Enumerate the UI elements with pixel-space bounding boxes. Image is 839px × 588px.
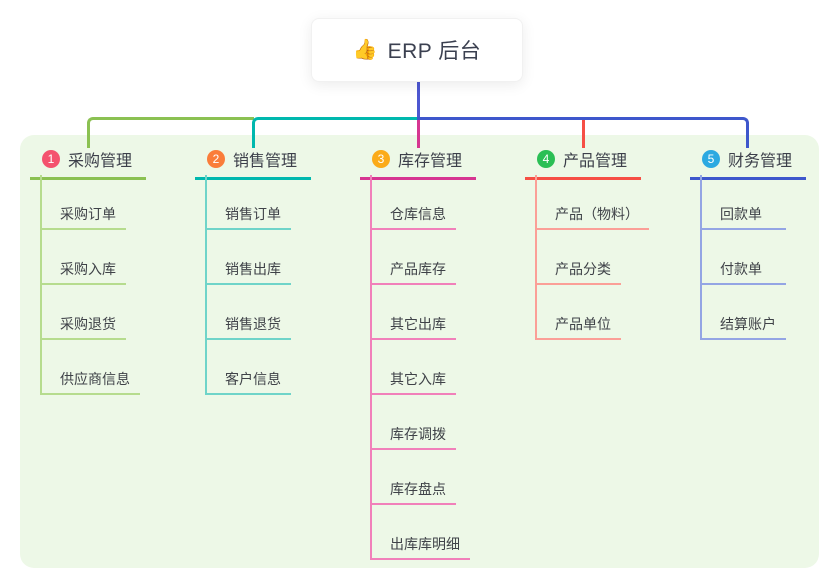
- child-node[interactable]: 仓库信息: [370, 204, 456, 230]
- branch-spine: [40, 175, 42, 395]
- branch-number-badge: 2: [207, 150, 225, 168]
- child-node[interactable]: 回款单: [700, 204, 786, 230]
- branch-inventory: 3 库存管理 仓库信息 产品库存 其它出库 其它入库 库存调拨 库存盘点 出库库…: [360, 147, 510, 560]
- child-node[interactable]: 产品单位: [535, 314, 621, 340]
- child-node[interactable]: 采购退货: [40, 314, 126, 340]
- branch-node-sales[interactable]: 2 销售管理: [195, 147, 311, 180]
- branch-spine: [370, 175, 372, 560]
- branch-node-product[interactable]: 4 产品管理: [525, 147, 641, 180]
- child-node[interactable]: 销售订单: [205, 204, 291, 230]
- child-node[interactable]: 出库库明细: [370, 534, 470, 560]
- connector-root-line: [417, 81, 420, 120]
- root-title: ERP 后台: [387, 40, 482, 63]
- branch-spine: [205, 175, 207, 395]
- branch-product: 4 产品管理 产品（物料） 产品分类 产品单位: [525, 147, 675, 340]
- child-node[interactable]: 供应商信息: [40, 369, 140, 395]
- connector-inventory: [417, 120, 420, 148]
- child-node[interactable]: 结算账户: [700, 314, 786, 340]
- child-node[interactable]: 产品分类: [535, 259, 621, 285]
- connector-procurement: [87, 117, 254, 148]
- branch-node-inventory[interactable]: 3 库存管理: [360, 147, 476, 180]
- branch-node-procurement[interactable]: 1 采购管理: [30, 147, 146, 180]
- child-node[interactable]: 其它入库: [370, 369, 456, 395]
- child-node[interactable]: 采购订单: [40, 204, 126, 230]
- branch-number-badge: 5: [702, 150, 720, 168]
- child-node[interactable]: 客户信息: [205, 369, 291, 395]
- child-node[interactable]: 产品库存: [370, 259, 456, 285]
- mindmap-panel: [20, 135, 819, 568]
- branch-spine: [700, 175, 702, 340]
- branch-label: 库存管理: [398, 153, 463, 170]
- child-node[interactable]: 采购入库: [40, 259, 126, 285]
- connector-product: [582, 117, 585, 148]
- branch-label: 产品管理: [563, 153, 628, 170]
- child-node[interactable]: 库存盘点: [370, 479, 456, 505]
- thumbs-up-icon: 👍: [352, 39, 378, 61]
- child-node[interactable]: 库存调拨: [370, 424, 456, 450]
- branch-label: 采购管理: [68, 153, 133, 170]
- child-node[interactable]: 其它出库: [370, 314, 456, 340]
- branch-number-badge: 3: [372, 150, 390, 168]
- branch-number-badge: 4: [537, 150, 555, 168]
- child-node[interactable]: 产品（物料）: [535, 204, 649, 230]
- connector-sales: [252, 117, 418, 148]
- branch-label: 销售管理: [233, 153, 298, 170]
- branch-finance: 5 财务管理 回款单 付款单 结算账户: [690, 147, 839, 340]
- branch-procurement: 1 采购管理 采购订单 采购入库 采购退货 供应商信息: [30, 147, 180, 395]
- root-node[interactable]: 👍 ERP 后台: [311, 18, 523, 82]
- branch-label: 财务管理: [728, 153, 793, 170]
- child-node[interactable]: 销售退货: [205, 314, 291, 340]
- branch-node-finance[interactable]: 5 财务管理: [690, 147, 806, 180]
- child-node[interactable]: 付款单: [700, 259, 786, 285]
- child-node[interactable]: 销售出库: [205, 259, 291, 285]
- branch-sales: 2 销售管理 销售订单 销售出库 销售退货 客户信息: [195, 147, 345, 395]
- branch-spine: [535, 175, 537, 340]
- branch-number-badge: 1: [42, 150, 60, 168]
- connector-finance: [417, 117, 749, 148]
